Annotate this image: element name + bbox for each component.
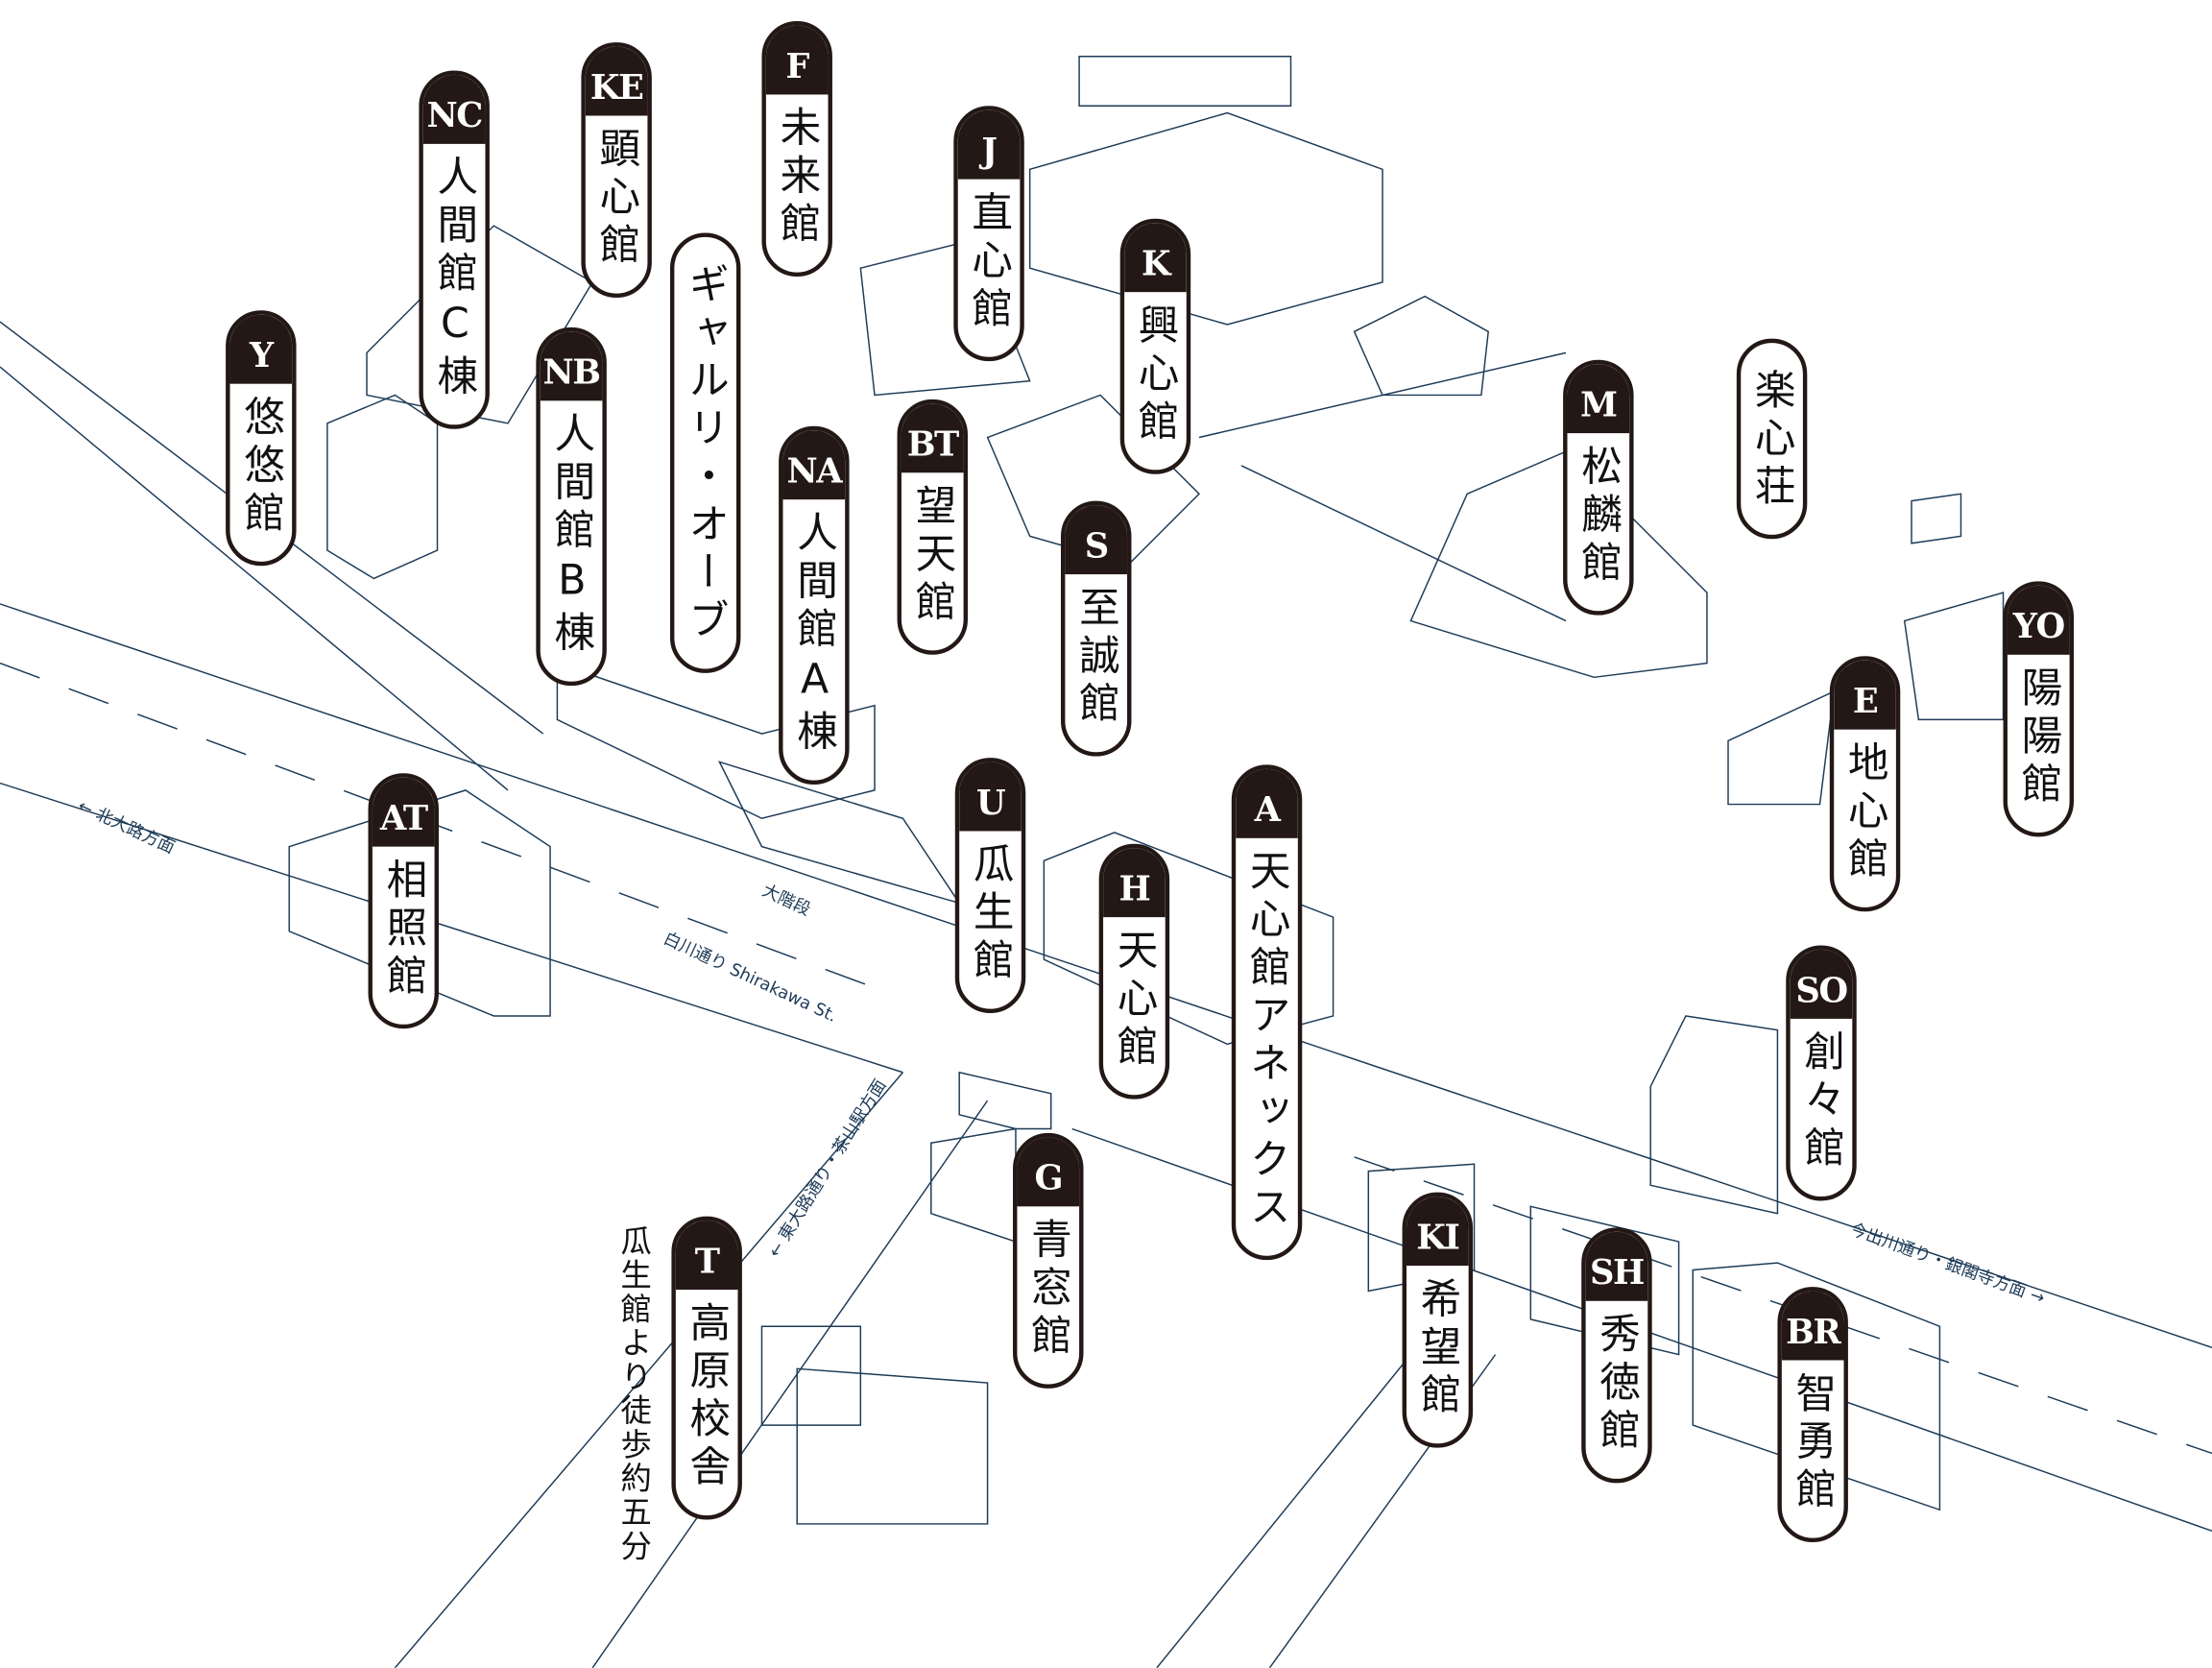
building-name: 顕心館 (592, 127, 641, 272)
building-code: E (1834, 660, 1896, 730)
building-name: 陽陽館 (2015, 665, 2063, 810)
building-marker-k[interactable]: K 興心館 (1119, 218, 1191, 474)
building-name: 人間館C棟 (430, 155, 479, 402)
building-code: YO (2007, 585, 2070, 655)
building-name: 相照館 (380, 858, 428, 1003)
building-name: 人間館B棟 (547, 412, 596, 660)
building-marker-bt[interactable]: BT 望天館 (897, 399, 969, 655)
building-name: 地心館 (1841, 740, 1890, 885)
building-name: 人間館A棟 (790, 510, 839, 759)
building-marker-so[interactable]: SO 創々館 (1786, 945, 1857, 1201)
building-name: 青窓館 (1024, 1218, 1073, 1362)
building-code: S (1065, 505, 1128, 575)
building-code: H (1103, 848, 1166, 918)
building-name: 直心館 (965, 190, 1014, 335)
building-code: A (1236, 768, 1298, 838)
building-code: AT (372, 777, 435, 847)
building-marker-e[interactable]: E 地心館 (1829, 656, 1901, 912)
building-code: SH (1585, 1231, 1648, 1301)
building-name: 望天館 (909, 484, 957, 628)
building-name: 瓜生館 (967, 842, 1016, 987)
building-marker-j[interactable]: J 直心館 (953, 106, 1024, 362)
building-code: M (1567, 364, 1630, 434)
building-name: 創々館 (1797, 1029, 1846, 1174)
building-marker-f[interactable]: F 未来館 (761, 21, 832, 278)
building-name: 高原校舎 (683, 1300, 732, 1493)
building-marker-g[interactable]: G 青窓館 (1013, 1132, 1084, 1389)
building-name: 松麟館 (1575, 444, 1623, 589)
building-marker-ki[interactable]: KI 希望館 (1402, 1192, 1474, 1448)
building-name: 天心館 (1111, 928, 1160, 1073)
building-marker-m[interactable]: M 松麟館 (1563, 359, 1634, 616)
building-marker-yo[interactable]: YO 陽陽館 (2003, 581, 2075, 837)
building-name: 興心館 (1132, 302, 1181, 447)
building-marker-at[interactable]: AT 相照館 (368, 773, 439, 1029)
building-marker-s[interactable]: S 至誠館 (1060, 500, 1132, 757)
building-marker-nc[interactable]: NC 人間館C棟 (419, 70, 490, 429)
building-code: SO (1790, 949, 1853, 1019)
building-name: 至誠館 (1072, 585, 1121, 730)
building-marker-t[interactable]: T 高原校舎 (671, 1216, 742, 1520)
building-code: U (959, 761, 1022, 832)
building-marker-y[interactable]: Y 悠悠館 (226, 310, 297, 567)
building-code: Y (229, 314, 293, 384)
building-name: 楽心荘 (1748, 368, 1797, 513)
building-marker-ke[interactable]: KE 顕心館 (581, 42, 652, 299)
building-code: NC (422, 74, 486, 144)
building-code: KE (585, 46, 648, 116)
building-marker-na[interactable]: NA 人間館A棟 (779, 425, 850, 785)
building-name: 秀徳館 (1593, 1312, 1642, 1457)
building-code: T (675, 1221, 738, 1291)
building-code: NB (540, 331, 603, 401)
walk-note: 瓜生館より徒歩約五分 (614, 1224, 651, 1564)
building-code: BT (901, 403, 964, 473)
building-name: ギャルリ・オーブ (682, 262, 731, 646)
building-name: 未来館 (773, 106, 822, 251)
building-marker-nb[interactable]: NB 人間館B棟 (536, 326, 607, 687)
building-marker-h[interactable]: H 天心館 (1098, 843, 1170, 1100)
building-name: 天心館アネックス (1243, 849, 1292, 1234)
building-marker-u[interactable]: U 瓜生館 (954, 758, 1026, 1014)
building-code: KI (1406, 1197, 1469, 1267)
building-marker-br[interactable]: BR 智勇館 (1777, 1287, 1848, 1543)
building-marker-a[interactable]: A 天心館アネックス (1231, 764, 1303, 1261)
building-marker-nocode-7[interactable]: ギャルリ・オーブ (669, 232, 741, 673)
building-code: BR (1781, 1291, 1844, 1361)
building-code: F (765, 25, 829, 95)
building-code: NA (782, 430, 846, 500)
building-code: K (1124, 223, 1187, 293)
building-marker-nocode-12[interactable]: 楽心荘 (1736, 338, 1808, 540)
building-name: 希望館 (1414, 1276, 1463, 1421)
building-name: 悠悠館 (237, 395, 286, 540)
building-code: J (957, 109, 1021, 180)
building-name: 智勇館 (1789, 1371, 1838, 1516)
building-marker-sh[interactable]: SH 秀徳館 (1581, 1227, 1652, 1484)
building-code: G (1017, 1137, 1080, 1207)
